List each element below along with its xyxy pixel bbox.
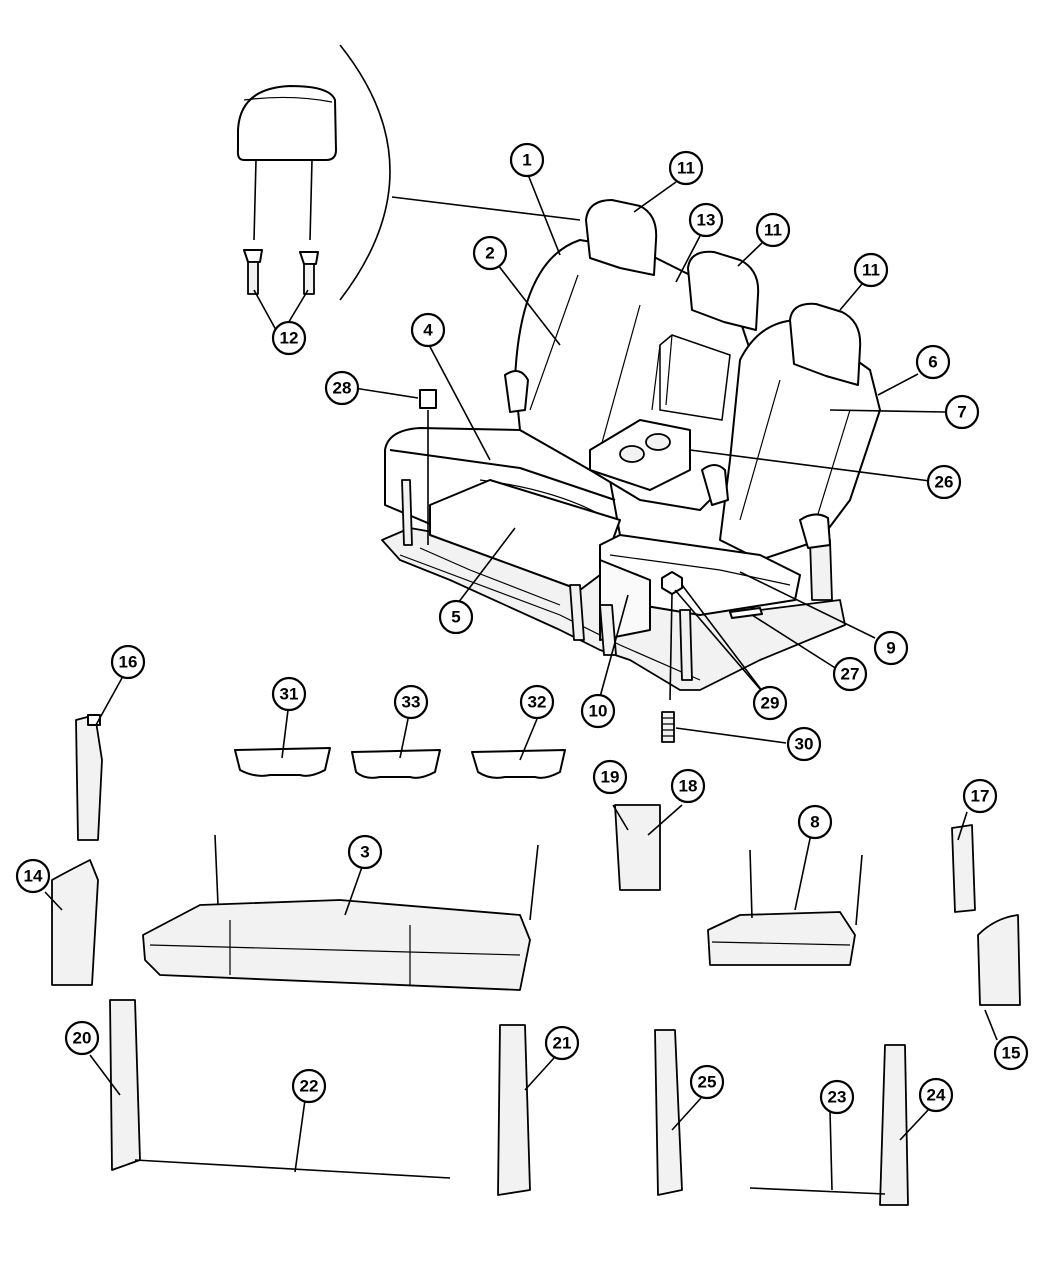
- callout-7: 7: [944, 394, 980, 430]
- callout-8-label: 8: [810, 813, 819, 832]
- seat-assembly: [381, 199, 881, 743]
- callout-2: 2: [472, 235, 508, 271]
- callout-21: 21: [544, 1025, 580, 1061]
- callout-18: 18: [670, 768, 706, 804]
- leader-lines: [44, 171, 998, 1191]
- callout-11-a: 11: [668, 150, 704, 186]
- callout-20: 20: [64, 1020, 100, 1056]
- callout-25: 25: [689, 1064, 725, 1100]
- detail-arc: [339, 44, 391, 301]
- detail-connector-line: [391, 196, 581, 221]
- callout-26-label: 26: [935, 473, 954, 492]
- callout-22: 22: [291, 1068, 327, 1104]
- callout-30: 30: [786, 726, 822, 762]
- right-seat-frame: [707, 849, 863, 966]
- callout-14: 14: [15, 858, 51, 894]
- callout-19-label: 19: [601, 768, 620, 787]
- callout-33-label: 33: [402, 693, 421, 712]
- callout-12-label: 12: [280, 329, 299, 348]
- callout-9: 9: [873, 630, 909, 666]
- callout-1: 1: [509, 142, 545, 178]
- callout-2-label: 2: [485, 244, 494, 263]
- hinge-brackets: [51, 714, 1021, 1006]
- callout-3: 3: [347, 834, 383, 870]
- callout-19: 19: [592, 759, 628, 795]
- callout-30-label: 30: [795, 735, 814, 754]
- callout-16-label: 16: [119, 653, 138, 672]
- callout-21-label: 21: [553, 1034, 572, 1053]
- callout-27: 27: [832, 656, 868, 692]
- callout-11-b-label: 11: [764, 221, 782, 240]
- callout-17-label: 17: [971, 787, 990, 806]
- callout-31: 31: [271, 676, 307, 712]
- headrest-detail: [236, 85, 337, 295]
- callout-8: 8: [797, 804, 833, 840]
- recliners: [109, 999, 909, 1206]
- callout-17: 17: [962, 778, 998, 814]
- callout-10: 10: [580, 693, 616, 729]
- callout-4: 4: [410, 312, 446, 348]
- callout-13-label: 13: [697, 211, 716, 230]
- callout-31-label: 31: [280, 685, 299, 704]
- callout-29-label: 29: [761, 694, 780, 713]
- callout-3-label: 3: [360, 843, 369, 862]
- callout-27-label: 27: [841, 665, 860, 684]
- callout-9-label: 9: [886, 639, 895, 658]
- callout-16: 16: [110, 644, 146, 680]
- callout-11-a-label: 11: [677, 159, 695, 178]
- callout-4-label: 4: [423, 321, 433, 340]
- callout-12: 12: [271, 320, 307, 356]
- callout-32: 32: [519, 684, 555, 720]
- callout-15-label: 15: [1002, 1044, 1021, 1063]
- callout-23: 23: [819, 1079, 855, 1115]
- callout-24-label: 24: [927, 1086, 946, 1105]
- callout-29: 29: [752, 685, 788, 721]
- callout-20-label: 20: [73, 1029, 92, 1048]
- callout-28: 28: [324, 370, 360, 406]
- callout-7-label: 7: [957, 403, 966, 422]
- callout-11-c: 11: [853, 252, 889, 288]
- callout-22-label: 22: [300, 1077, 319, 1096]
- callout-25-label: 25: [698, 1073, 717, 1092]
- callout-32-label: 32: [528, 693, 547, 712]
- callout-14-label: 14: [24, 867, 43, 886]
- callout-18-label: 18: [679, 777, 698, 796]
- trim-covers: [234, 747, 566, 779]
- left-seat-frame: [142, 834, 539, 991]
- callout-10-label: 10: [589, 702, 608, 721]
- callout-28-label: 28: [333, 379, 352, 398]
- callout-15: 15: [993, 1035, 1029, 1071]
- callout-1-label: 1: [522, 151, 531, 170]
- callout-5-label: 5: [451, 608, 460, 627]
- callout-5: 5: [438, 599, 474, 635]
- callout-6-label: 6: [928, 353, 937, 372]
- callout-23-label: 23: [828, 1088, 847, 1107]
- callout-33: 33: [393, 684, 429, 720]
- callout-6: 6: [915, 344, 951, 380]
- callout-11-b: 11: [755, 212, 791, 248]
- callout-26: 26: [926, 464, 962, 500]
- callout-11-c-label: 11: [862, 261, 880, 280]
- callout-24: 24: [918, 1077, 954, 1113]
- callout-13: 13: [688, 202, 724, 238]
